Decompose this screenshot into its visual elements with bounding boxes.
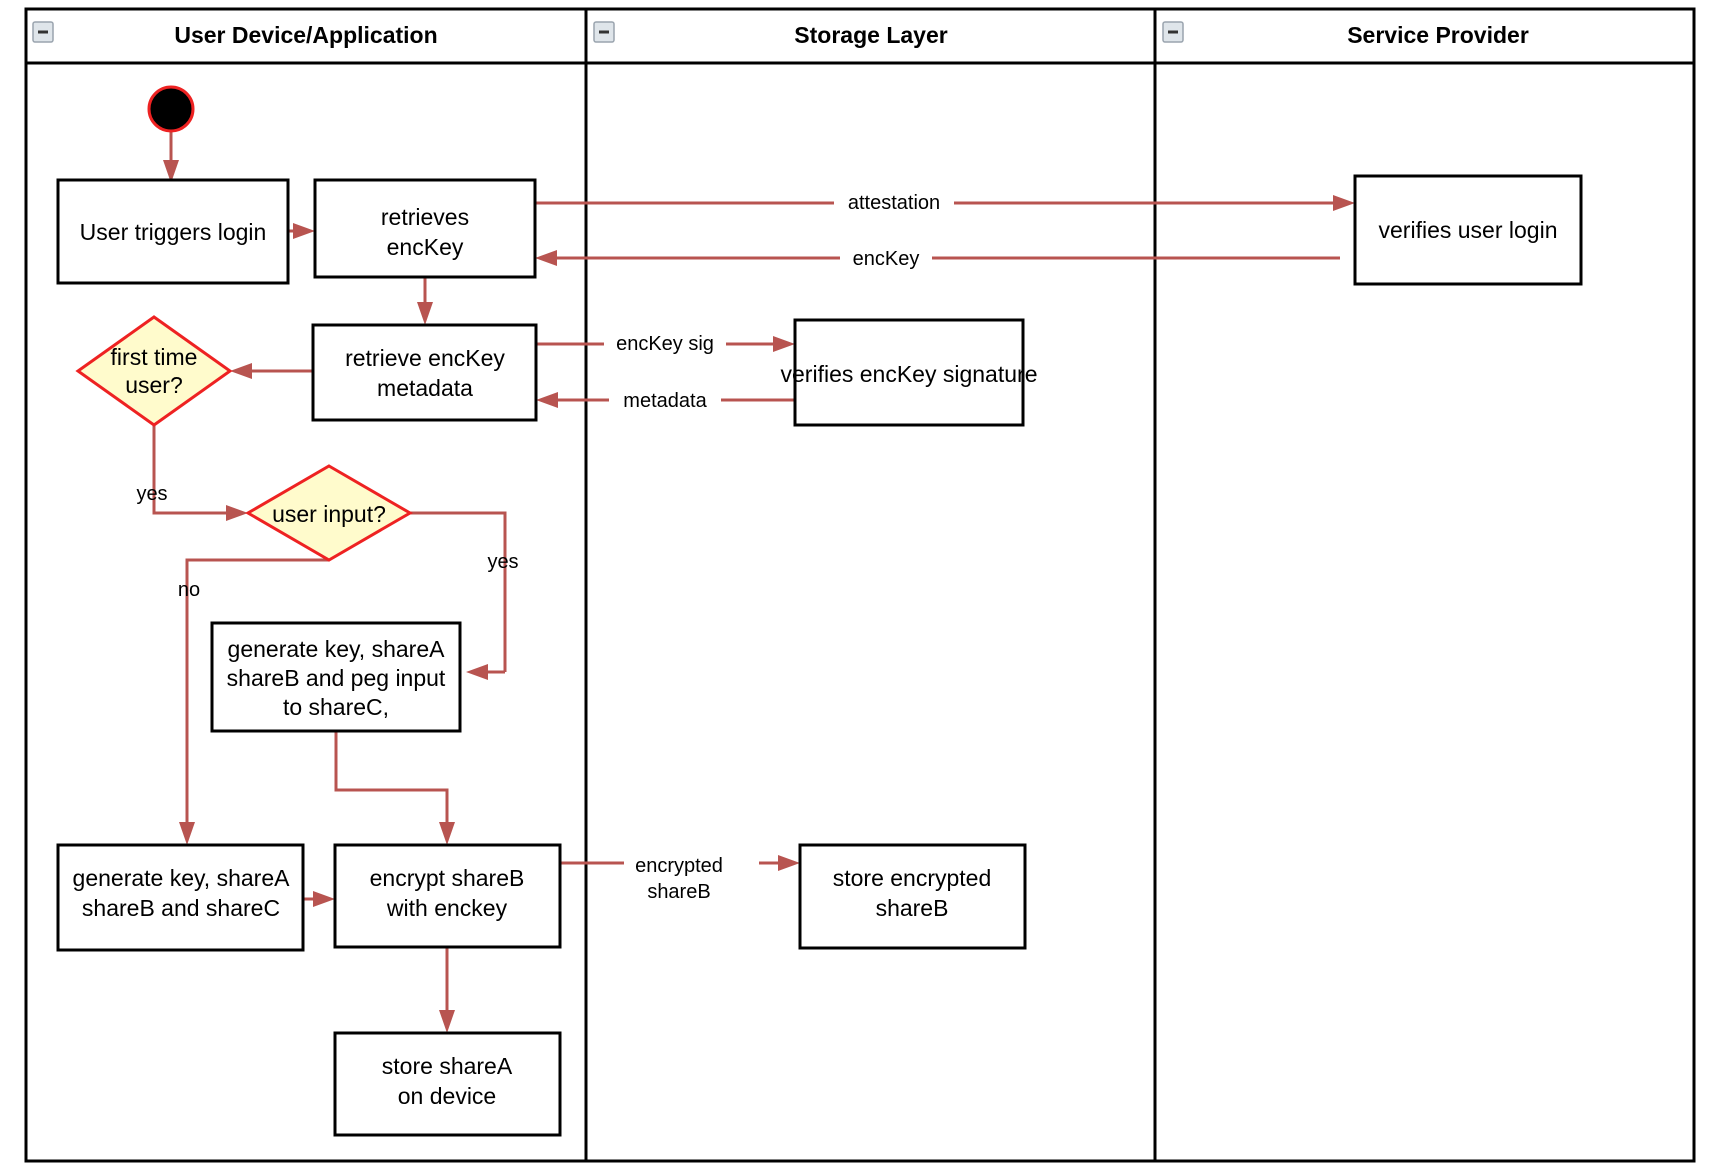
node-label: first time — [111, 344, 198, 370]
lane-title-service-provider: Service Provider — [1347, 22, 1529, 48]
node-encrypt-shareb-with-enckey[interactable]: encrypt shareB with enckey — [333, 843, 562, 949]
node-label: metadata — [377, 375, 473, 401]
node-label: generate key, shareA — [228, 636, 446, 662]
edge-encrypted-shareb: encrypted shareB — [560, 845, 800, 903]
edge-login-to-retrieves-enckey — [288, 223, 315, 239]
node-label: user? — [125, 372, 183, 398]
edge-enckey-sig: encKey sig — [536, 330, 795, 357]
lane-header-storage-layer[interactable]: Storage Layer — [593, 21, 948, 48]
node-verifies-user-login[interactable]: verifies user login — [1353, 174, 1583, 286]
node-retrieve-enckey-metadata[interactable]: retrieve encKey metadata — [311, 323, 538, 422]
edge-metadata-to-first-time-user — [230, 363, 313, 379]
lane-header-user-device[interactable]: User Device/Application — [32, 21, 438, 48]
edge-encrypt-to-store-sharea — [439, 947, 455, 1033]
edge-retrieves-to-metadata — [417, 277, 433, 325]
node-label: shareB and shareC — [82, 895, 280, 921]
minus-box-icon[interactable] — [1162, 21, 1184, 43]
edge-peg-to-encrypt — [334, 731, 455, 845]
node-label: generate key, shareA — [73, 865, 291, 891]
node-label: user input? — [272, 501, 386, 527]
node-label: encrypt shareB — [370, 865, 525, 891]
node-label: retrieves — [381, 204, 469, 230]
node-store-encrypted-shareb[interactable]: store encrypted shareB — [798, 843, 1027, 950]
swimlane-frame — [24, 7, 1696, 1163]
edge-user-input-no: no — [178, 558, 329, 845]
node-generate-key-shares-abc[interactable]: generate key, shareA shareB and shareC — [56, 843, 305, 952]
node-label: on device — [398, 1083, 496, 1109]
edge-label-no-user-input: no — [178, 579, 200, 601]
node-label: shareB — [876, 895, 949, 921]
node-label: verifies encKey signature — [781, 361, 1038, 387]
edge-label-encrypted-shareb-line1: encrypted — [635, 855, 723, 877]
node-user-triggers-login[interactable]: User triggers login — [56, 178, 290, 285]
node-label: retrieve encKey — [345, 345, 505, 371]
start-node[interactable] — [147, 85, 195, 133]
edge-label-metadata: metadata — [623, 390, 707, 412]
node-label: User triggers login — [80, 219, 267, 245]
node-verifies-enckey-signature[interactable]: verifies encKey signature — [781, 318, 1038, 427]
edge-label-encrypted-shareb-line2: shareB — [647, 881, 710, 903]
minus-box-icon[interactable] — [32, 21, 54, 43]
node-label: with enckey — [386, 895, 508, 921]
node-first-time-user-decision[interactable]: first time user? — [75, 315, 233, 427]
edge-metadata-return: metadata — [536, 387, 795, 414]
node-label: verifies user login — [1379, 217, 1558, 243]
edge-attestation: attestation — [535, 189, 1355, 216]
edge-label-enckey-sig: encKey sig — [616, 333, 714, 355]
edge-generate-abc-to-encrypt — [303, 891, 335, 907]
edge-start-to-user-triggers-login — [163, 130, 179, 183]
node-label: store encrypted — [833, 865, 992, 891]
node-generate-key-peg-input[interactable]: generate key, shareA shareB and peg inpu… — [210, 621, 462, 733]
node-label: shareB and peg input — [227, 665, 446, 691]
edge-first-time-user-yes: yes — [136, 411, 248, 521]
lane-title-user-device: User Device/Application — [174, 22, 437, 48]
node-store-sharea-on-device[interactable]: store shareA on device — [333, 1031, 562, 1137]
node-retrieves-enckey[interactable]: retrieves encKey — [313, 178, 537, 279]
lane-title-storage-layer: Storage Layer — [794, 22, 947, 48]
node-label: to shareC, — [283, 694, 389, 720]
node-label: encKey — [387, 234, 464, 260]
edge-label-attestation: attestation — [848, 192, 940, 214]
minus-box-icon[interactable] — [593, 21, 615, 43]
node-user-input-decision[interactable]: user input? — [245, 464, 413, 562]
edge-user-input-yes: yes — [410, 511, 519, 680]
edge-enckey-return: encKey — [535, 245, 1340, 272]
edge-label-enckey: encKey — [853, 248, 920, 270]
edge-label-yes-first-time: yes — [136, 483, 167, 505]
node-label: store shareA — [382, 1053, 513, 1079]
lane-header-service-provider[interactable]: Service Provider — [1162, 21, 1529, 48]
edge-label-yes-user-input: yes — [487, 551, 518, 573]
